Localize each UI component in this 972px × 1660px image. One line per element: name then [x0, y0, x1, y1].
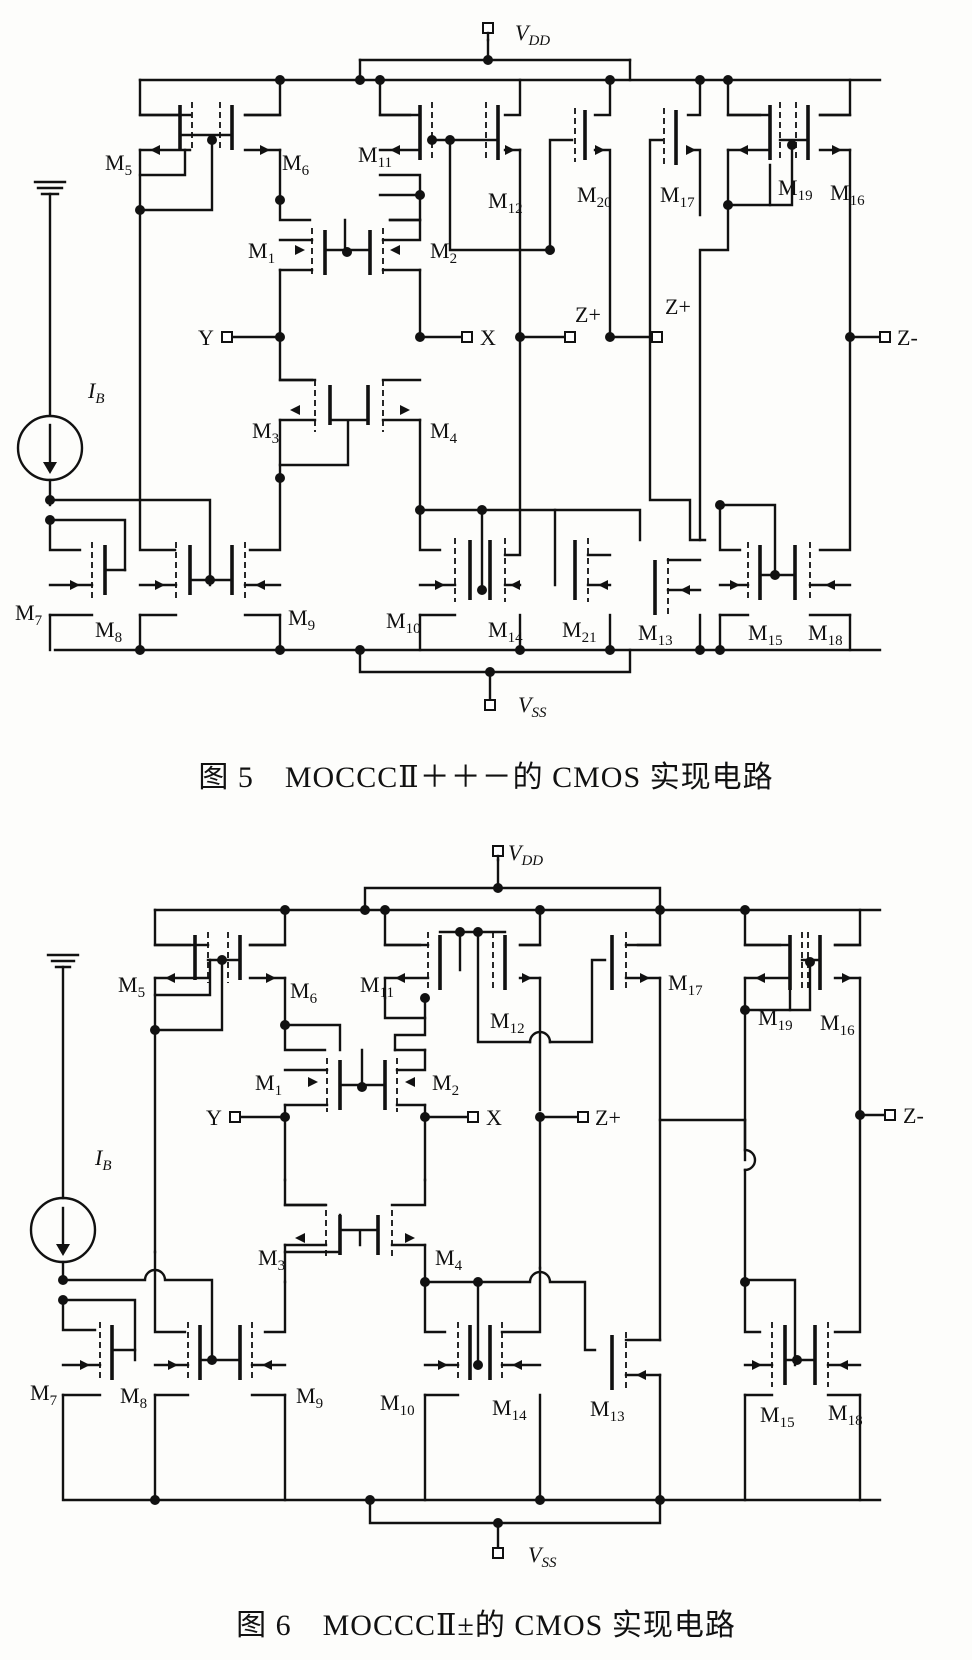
y-port[interactable]	[221, 331, 233, 343]
m7-label: M7	[15, 600, 43, 629]
m6-label-6: M6	[290, 978, 318, 1007]
m5-label-6: M5	[118, 972, 145, 1001]
x-port[interactable]	[461, 331, 473, 343]
pmos-m17	[648, 78, 707, 542]
pmos-m5-m6	[138, 78, 282, 212]
x-label-6: X	[486, 1105, 502, 1130]
z3-label: Z-	[897, 325, 918, 350]
m8-label: M8	[95, 617, 122, 646]
nmos-m15-m18	[718, 335, 852, 652]
nmos-m10-m14-m13-6	[423, 1118, 662, 1502]
m13-label-6: M13	[590, 1396, 625, 1425]
figure5-caption: 图 5 MOCCCⅡ＋＋－的 CMOS 实现电路	[198, 761, 774, 794]
x-label: X	[480, 325, 496, 350]
m2-label: M2	[430, 238, 457, 267]
nmos-m7-m8-6	[61, 1298, 137, 1502]
vss-terminal-6	[492, 1547, 504, 1559]
figure6-caption: 图 6 MOCCCⅡ±的 CMOS 实现电路	[236, 1609, 736, 1642]
m12-label-6: M12	[490, 1008, 525, 1037]
m3-m4-pair	[278, 333, 422, 512]
pmos-m19-m16-6	[743, 908, 862, 1282]
y-label-6: Y	[206, 1105, 222, 1130]
vdd-label-6: VDD	[508, 840, 543, 869]
z2-label-6: Z-	[903, 1103, 924, 1128]
m1-m2-pair-6	[283, 1023, 427, 1117]
m10-label: M10	[386, 608, 421, 637]
m15-label-6: M15	[760, 1402, 795, 1431]
pmos-m5-m6-6	[153, 908, 287, 1254]
m9-label: M9	[288, 605, 315, 634]
m15-label: M15	[748, 620, 783, 649]
figure6-circuit: VDD VSS IB	[29, 840, 924, 1571]
z1-port[interactable]	[564, 331, 576, 343]
current-source-ib-6	[29, 953, 97, 1282]
vss-terminal	[484, 699, 496, 711]
z3-port[interactable]	[879, 331, 891, 343]
m16-label: M16	[830, 180, 865, 209]
figure5-circuit: VDD VSS IB	[15, 20, 918, 721]
vdd-terminal-6	[492, 845, 504, 857]
m14-label-6: M14	[492, 1395, 527, 1424]
m19-label-6: M19	[758, 1005, 793, 1034]
m3-label-6: M3	[258, 1245, 285, 1274]
m1-label: M1	[248, 238, 275, 267]
ib-label: IB	[87, 378, 105, 407]
m1-m2-pair	[278, 198, 422, 337]
vss-label-6: VSS	[528, 1542, 557, 1571]
m4-label-6: M4	[435, 1245, 463, 1274]
rails	[53, 38, 882, 702]
pmos-m19-m16	[698, 78, 852, 542]
z1-label: Z+	[575, 302, 601, 327]
nmos-m7-m8	[48, 518, 127, 652]
vdd-terminal	[482, 22, 494, 34]
nmos-m9-bank-6	[153, 1250, 287, 1502]
z1-port-6[interactable]	[577, 1111, 589, 1123]
rails-6	[63, 858, 882, 1550]
vdd-label: VDD	[515, 20, 550, 49]
z2-port[interactable]	[651, 331, 663, 343]
m16-label-6: M16	[820, 1010, 855, 1039]
current-source-ib	[16, 180, 84, 507]
m14-label: M14	[488, 617, 523, 646]
z1-label-6: Z+	[595, 1105, 621, 1130]
x-port-6[interactable]	[467, 1111, 479, 1123]
pmos-m20	[548, 78, 612, 337]
y-label: Y	[198, 325, 214, 350]
m18-label: M18	[808, 620, 843, 649]
m7-label-6: M7	[30, 1380, 58, 1409]
nmos-m9-bank	[138, 208, 282, 652]
m19-label: M19	[778, 175, 813, 204]
m3-label: M3	[252, 418, 279, 447]
pmos-m11-m12-6	[383, 908, 607, 1112]
z2-port-6[interactable]	[884, 1109, 896, 1121]
vss-label: VSS	[518, 692, 547, 721]
m20-label: M20	[577, 182, 612, 211]
pmos-m17-6	[610, 908, 747, 1162]
m17-label: M17	[660, 182, 695, 211]
m21-label: M21	[562, 617, 597, 646]
m10-label-6: M10	[380, 1390, 415, 1419]
y-port-6[interactable]	[229, 1111, 241, 1123]
m2-label-6: M2	[432, 1070, 459, 1099]
m12-label: M12	[488, 188, 523, 217]
z2-label: Z+	[665, 294, 691, 319]
m11-label: M11	[358, 142, 392, 171]
m17-label-6: M17	[668, 970, 703, 999]
nmos-m10-m14-m21-m13	[418, 335, 702, 652]
m18-label-6: M18	[828, 1400, 863, 1429]
nmos-m15-m18-6	[743, 1113, 862, 1502]
pmos-m11-m12	[378, 78, 552, 337]
m13-label: M13	[638, 620, 673, 649]
m3-m4-pair-6	[283, 1178, 427, 1284]
m11-label-6: M11	[360, 972, 394, 1001]
m6-label: M6	[282, 150, 310, 179]
m8-label-6: M8	[120, 1383, 147, 1412]
m5-label: M5	[105, 150, 132, 179]
m9-label-6: M9	[296, 1383, 323, 1412]
ib-label-6: IB	[94, 1145, 112, 1174]
m1-label-6: M1	[255, 1070, 282, 1099]
m4-label: M4	[430, 418, 458, 447]
